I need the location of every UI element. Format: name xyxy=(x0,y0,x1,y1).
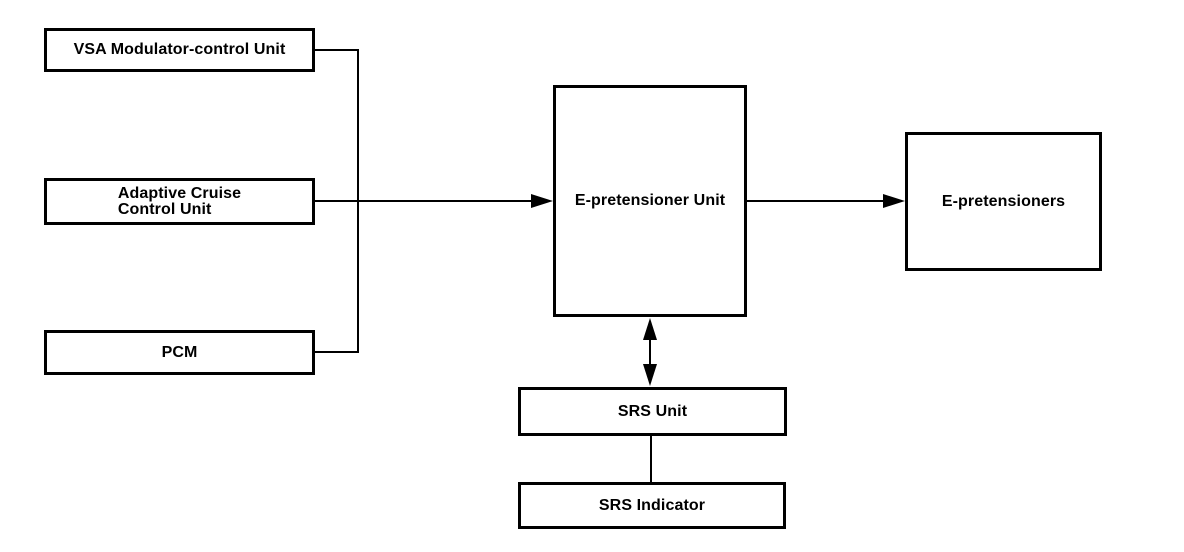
node-srs-unit: SRS Unit xyxy=(518,387,787,436)
node-epu-label: E-pretensioner Unit xyxy=(574,192,726,209)
node-e-pretensioner-unit: E-pretensioner Unit xyxy=(553,85,747,317)
node-adaptive-cruise-control-unit: Adaptive Cruise Control Unit xyxy=(44,178,315,225)
node-srs-indicator-label: SRS Indicator xyxy=(598,496,706,514)
node-srs-indicator: SRS Indicator xyxy=(518,482,786,529)
edge-acc-to-epu-arrowhead xyxy=(531,194,553,208)
node-srs-unit-label: SRS Unit xyxy=(617,402,688,420)
node-pcm-label: PCM xyxy=(161,343,198,361)
node-eps-label: E-pretensioners xyxy=(941,192,1066,210)
node-vsa-modulator-control-unit: VSA Modulator-control Unit xyxy=(44,28,315,72)
node-pcm: PCM xyxy=(44,330,315,375)
edge-epu-to-srsunit-arrowhead-up xyxy=(643,318,657,340)
node-vsa-label: VSA Modulator-control Unit xyxy=(73,41,286,58)
edge-epu-to-eps-arrowhead xyxy=(883,194,905,208)
edge-epu-to-srsunit-arrowhead-down xyxy=(643,364,657,386)
node-e-pretensioners: E-pretensioners xyxy=(905,132,1102,271)
node-acc-label: Adaptive Cruise Control Unit xyxy=(117,184,242,218)
